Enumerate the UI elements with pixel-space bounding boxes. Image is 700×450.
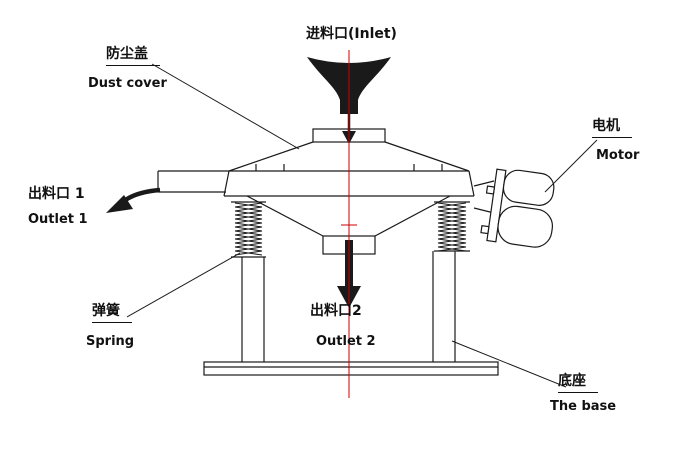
motor-cylinder-top (502, 169, 555, 206)
motor-label-en: Motor (596, 148, 640, 163)
outlet1-spout (157, 170, 229, 193)
leg-left (241, 257, 265, 362)
base-label-text: 底座 (558, 373, 598, 393)
dust-cover-label-text: 防尘盖 (106, 46, 160, 66)
outlet1-label-zh: 出料口 1 (28, 186, 85, 202)
motor-bolt-bottom (480, 225, 490, 235)
motor-cylinder-bottom (497, 205, 554, 248)
outlet1-label-en: Outlet 1 (28, 212, 88, 227)
motor-label-zh: 电机 (592, 118, 632, 138)
outlet1-arrow (106, 187, 161, 213)
motor (473, 168, 555, 248)
motor-leader (544, 139, 598, 193)
dust-cover-leader (151, 63, 300, 150)
outlet2-label-en: Outlet 2 (316, 334, 376, 349)
spring-label-zh: 弹簧 (92, 303, 132, 323)
spring-right (434, 201, 470, 252)
outlet2-label-zh: 出料口2 (310, 303, 362, 319)
motor-flange (486, 168, 507, 243)
spring-label-text: 弹簧 (92, 303, 132, 323)
dust-cover-label-en: Dust cover (88, 76, 167, 91)
spring-left (231, 201, 266, 258)
centerline (341, 50, 357, 398)
motor-bolt-top (485, 185, 496, 195)
spring-label-en: Spring (86, 334, 135, 349)
base-label-en: The base (550, 399, 617, 414)
leader-lines (126, 63, 598, 388)
spring-leader (126, 252, 241, 318)
inlet-label: 进料口(Inlet) (306, 26, 397, 42)
base-label-zh: 底座 (558, 373, 598, 393)
base-leader (451, 340, 567, 388)
motor-label-text: 电机 (592, 118, 632, 138)
dust-cover-label-zh: 防尘盖 (106, 46, 160, 66)
leg-right (432, 251, 456, 362)
base-plate (203, 361, 499, 376)
